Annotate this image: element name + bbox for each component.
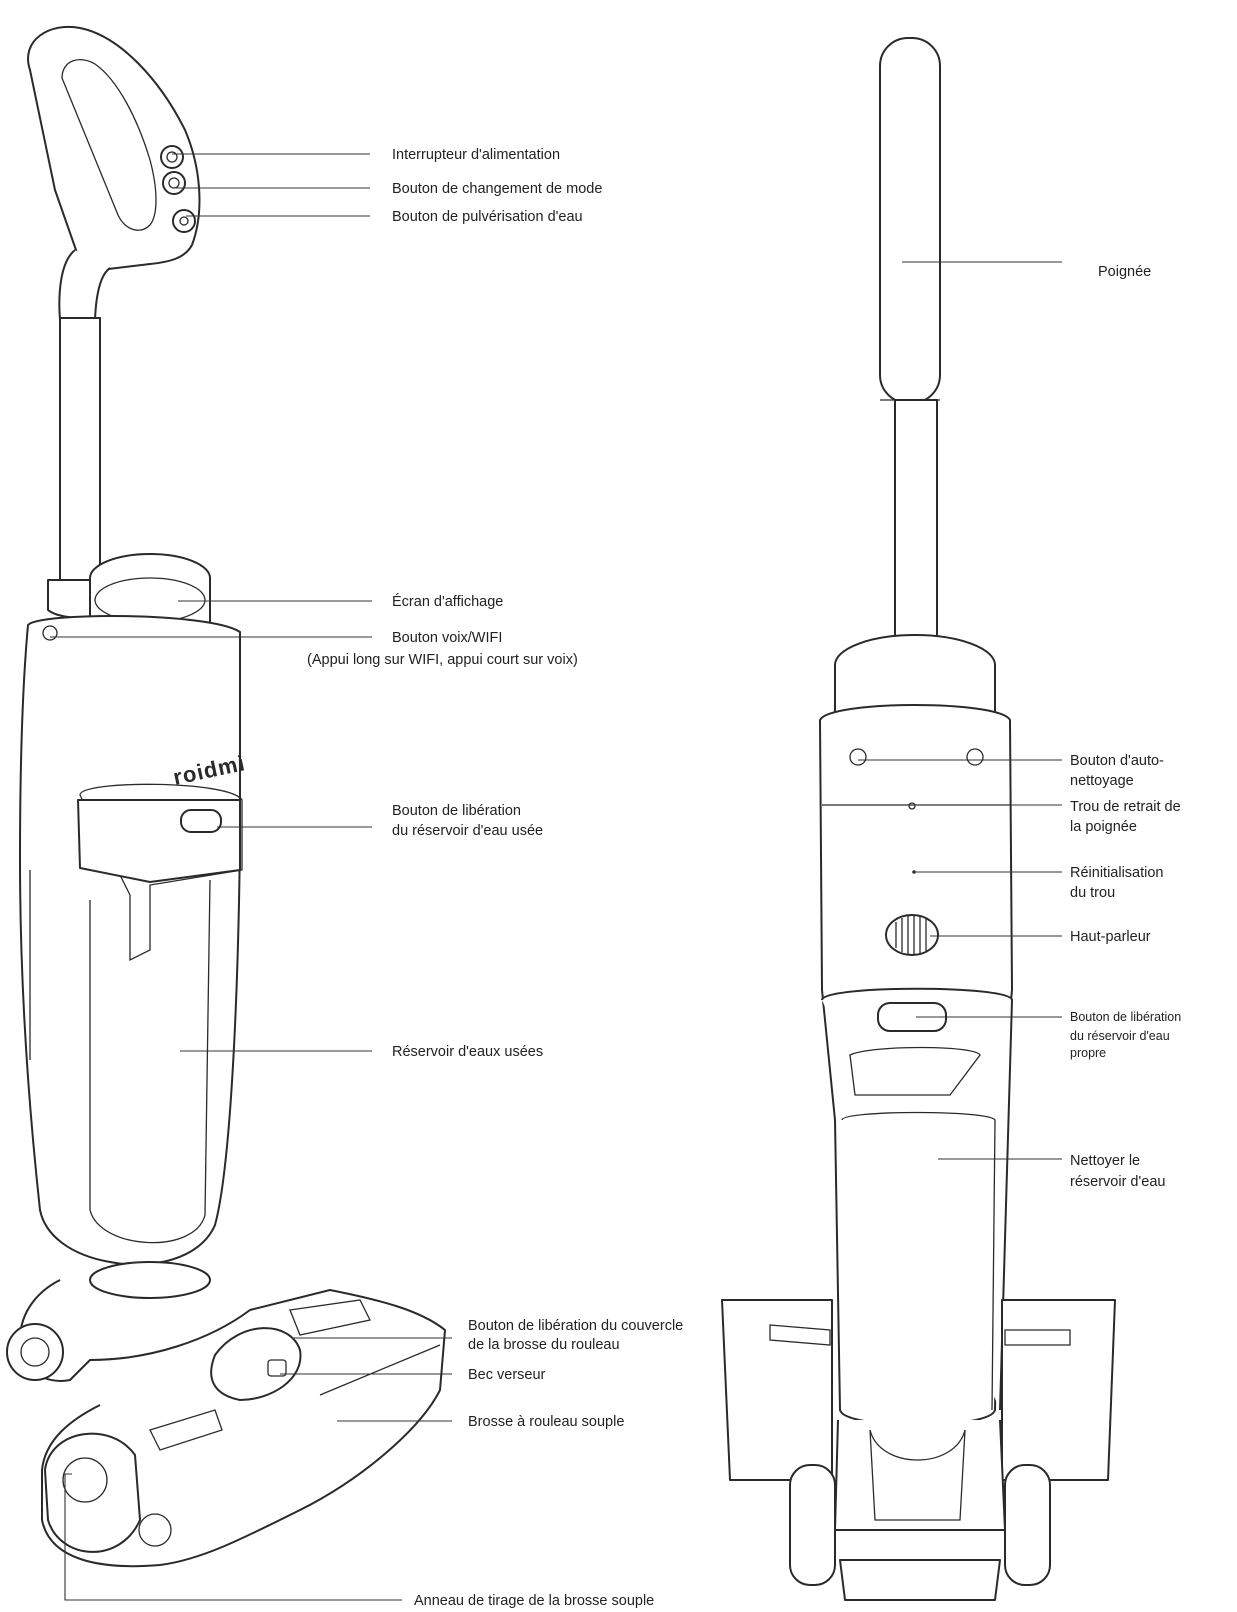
label-voice-wifi-button: Bouton voix/WIFI (Appui long sur WIFI, a… bbox=[307, 630, 578, 668]
label-soft-roller-brush: Brosse à rouleau souple bbox=[468, 1414, 624, 1430]
label-power-switch: Interrupteur d'alimentation bbox=[392, 147, 560, 163]
label-dirty-tank-release: Bouton de libération du réservoir d'eau … bbox=[392, 803, 543, 839]
label-clean-water-tank: Nettoyer le réservoir d'eau bbox=[1070, 1153, 1165, 1190]
leader-lines bbox=[50, 153, 1062, 1601]
label-reset-hole: Réinitialisation du trou bbox=[1070, 865, 1168, 901]
label-handle-removal-hole: Trou de retrait de la poignée bbox=[1070, 799, 1185, 835]
label-pull-ring: Anneau de tirage de la brosse souple bbox=[414, 1593, 654, 1609]
label-handle: Poignée bbox=[1098, 264, 1151, 280]
label-speaker: Haut-parleur bbox=[1070, 929, 1151, 945]
label-dirty-water-tank: Réservoir d'eaux usées bbox=[392, 1044, 543, 1060]
label-clean-tank-release: Bouton de libération du réservoir d'eau … bbox=[1070, 1010, 1185, 1060]
label-mode-button: Bouton de changement de mode bbox=[392, 181, 602, 197]
label-spray-button: Bouton de pulvérisation d'eau bbox=[392, 209, 583, 225]
label-self-clean-button: Bouton d'auto- nettoyage bbox=[1070, 753, 1168, 789]
labels: Interrupteur d'alimentation Bouton de ch… bbox=[307, 147, 1185, 1609]
right-device-illustration bbox=[721, 37, 1116, 1601]
label-display-screen: Écran d'affichage bbox=[392, 593, 503, 610]
left-device-illustration: roidmi bbox=[6, 25, 446, 1568]
label-roller-cover-release: Bouton de libération du couvercle de la … bbox=[468, 1318, 687, 1353]
label-pour-spout: Bec verseur bbox=[468, 1367, 546, 1383]
